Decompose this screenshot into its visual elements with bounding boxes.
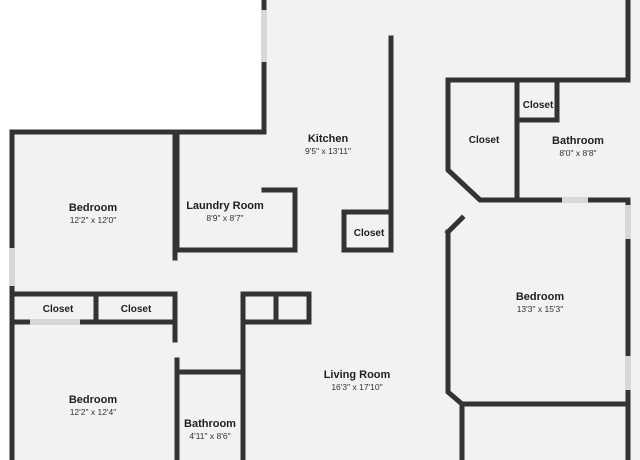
room-living: Living Room 16'3" x 17'10" bbox=[324, 369, 391, 392]
room-kitchen: Kitchen 9'5" x 13'11" bbox=[305, 133, 351, 156]
wall-living-column bbox=[240, 291, 312, 325]
room-label-bedroom-ul: Bedroom bbox=[69, 202, 118, 214]
closet-label-right-mid: Closet bbox=[469, 135, 500, 146]
door-upper-bath bbox=[562, 197, 588, 203]
room-dims-kitchen: 9'5" x 13'11" bbox=[305, 146, 351, 156]
window-bedroom-r-1 bbox=[625, 205, 631, 239]
room-bedroom-ul: Bedroom 12'2" x 12'0" bbox=[69, 202, 118, 225]
room-laundry: Laundry Room 8'9" x 8'7" bbox=[186, 200, 264, 223]
room-dims-bedroom-ll: 12'2" x 12'4" bbox=[70, 407, 117, 417]
room-labels: Kitchen 9'5" x 13'11" Laundry Room 8'9" … bbox=[69, 133, 604, 441]
room-label-bedroom-r: Bedroom bbox=[516, 291, 565, 303]
door-left-closet bbox=[30, 319, 80, 325]
closet-label-right-top: Closet bbox=[523, 100, 554, 111]
wall-bedroom-r bbox=[445, 229, 631, 407]
windows bbox=[9, 10, 631, 390]
floor-fills bbox=[12, 0, 640, 460]
walls bbox=[9, 0, 631, 460]
closet-label-left-b: Closet bbox=[121, 304, 152, 315]
window-bedroom-ul bbox=[9, 248, 15, 286]
wall-bedroom-r-entry bbox=[444, 214, 466, 236]
room-dims-bathroom-lower: 4'11" x 8'6" bbox=[189, 431, 230, 441]
closet-label-kitchen: Closet bbox=[354, 228, 385, 239]
room-bedroom-ll: Bedroom 12'2" x 12'4" bbox=[69, 394, 118, 417]
window-kitchen-west bbox=[261, 10, 267, 62]
closet-labels: Closet Closet Closet Closet Closet bbox=[43, 100, 554, 315]
room-label-kitchen: Kitchen bbox=[308, 133, 349, 145]
room-label-bedroom-ll: Bedroom bbox=[69, 394, 118, 406]
room-dims-bedroom-r: 13'3" x 15'3" bbox=[517, 304, 564, 314]
room-label-laundry: Laundry Room bbox=[186, 200, 264, 212]
room-bathroom-lower: Bathroom 4'11" x 8'6" bbox=[184, 418, 236, 441]
wall-closet-small bbox=[514, 77, 560, 123]
room-bathroom-upper: Bathroom 8'0" x 8'8" bbox=[552, 135, 604, 158]
wall-kitchen-closet bbox=[341, 209, 394, 253]
closet-label-left-a: Closet bbox=[43, 304, 74, 315]
room-label-bathroom-upper: Bathroom bbox=[552, 135, 604, 147]
wall-east-top bbox=[445, 0, 631, 203]
room-dims-bedroom-ul: 12'2" x 12'0" bbox=[70, 215, 117, 225]
room-label-bathroom-lower: Bathroom bbox=[184, 418, 236, 430]
window-bedroom-r-2 bbox=[625, 356, 631, 390]
room-dims-laundry: 8'9" x 8'7" bbox=[206, 213, 243, 223]
room-bedroom-r: Bedroom 13'3" x 15'3" bbox=[516, 291, 565, 314]
room-dims-bathroom-upper: 8'0" x 8'8" bbox=[559, 148, 596, 158]
room-dims-living: 16'3" x 17'10" bbox=[331, 382, 382, 392]
room-label-living: Living Room bbox=[324, 369, 391, 381]
